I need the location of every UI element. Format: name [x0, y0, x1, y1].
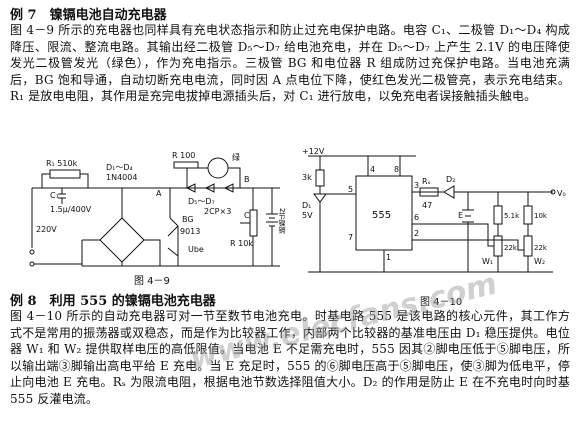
- fig9-point-c: C: [244, 211, 250, 220]
- fig9-bg-label: BG: [182, 215, 194, 224]
- fig9-c1-label: C₁: [50, 191, 59, 200]
- fig10-w2-value: 22k: [534, 244, 548, 252]
- fig10-r-5k: 5.1k: [504, 212, 520, 220]
- fig10-pin8: 8: [394, 165, 399, 174]
- fig10-w1-value: 22k: [504, 244, 518, 252]
- fig9-ube-label: Ube: [188, 245, 204, 254]
- fig10-pin4: 4: [370, 165, 375, 174]
- fig9-cap-value: 1.5μ/400V: [50, 205, 92, 214]
- fig10-pin1: 1: [386, 253, 391, 262]
- fig9-diode-type: 1N4004: [106, 173, 137, 182]
- fig10-d2: D₂: [446, 175, 455, 184]
- fig9-r1-label: R₁ 510k: [46, 159, 78, 168]
- fig10-r-10k: 10k: [534, 212, 548, 220]
- fig9-d1d4-label: D₁～D₄: [106, 163, 133, 172]
- fig10-w1: W₁: [482, 257, 493, 266]
- fig10-rs: Rₛ: [422, 177, 431, 186]
- example8-paragraph: 图 4－10 所示的自动充电器可对一节至数节电池充电。时基电路 555 是该电路…: [10, 309, 570, 406]
- fig9-green-label: 绿: [232, 153, 240, 162]
- fig10-vo: V₀: [557, 189, 566, 198]
- fig10-d1-v: 5V: [302, 211, 313, 220]
- example8-heading: 例 8 利用 555 的镍镉电池充电器: [10, 294, 216, 309]
- figure-4-9-caption: 图 4－9: [134, 276, 170, 287]
- example7-paragraph: 图 4－9 所示的充电器也同样具有充电状态指示和防止过充电保护电路。电容 C₁、…: [10, 23, 570, 104]
- figure-4-10-caption: 图 4－10: [420, 297, 463, 308]
- fig10-d1: D₁: [302, 201, 311, 210]
- example7-heading: 例 7 镍镉电池自动充电器: [10, 8, 167, 23]
- fig10-pin3: 3: [414, 181, 419, 190]
- fig10-w2: W₂: [534, 257, 545, 266]
- fig10-pin7: 7: [348, 233, 353, 242]
- fig10-pin6: 6: [414, 213, 419, 222]
- fig9-transistor-type: 9013: [180, 227, 200, 236]
- fig9-d5d7-label: D₅～D₇: [188, 197, 215, 206]
- fig10-e: E: [458, 211, 463, 220]
- fig9-d-type: 2CP×3: [204, 207, 231, 216]
- fig9-r-100: R 100: [172, 151, 195, 160]
- fig9-r-10k: R 10k: [230, 239, 253, 248]
- figure-4-10-circuit: +12V 3k D₁ 5V 4 8 3 6 2 5 7 1 555 Rₛ 47 …: [302, 147, 566, 273]
- fig10-rs-value: 47: [422, 201, 432, 210]
- fig10-pin5: 5: [348, 185, 353, 194]
- fig10-r-3k: 3k: [302, 173, 312, 182]
- fig10-chip-label: 555: [372, 210, 391, 221]
- fig10-vcc: +12V: [302, 147, 325, 156]
- figure-4-9-circuit: R₁ 510k D₁～D₄ 1N4004 C₁ 1.5μ/400V 220V R…: [29, 151, 286, 267]
- fig9-point-a: A: [156, 189, 162, 198]
- fig9-point-b: B: [244, 175, 250, 184]
- fig9-ac-input: 220V: [36, 225, 57, 234]
- fig10-pin2: 2: [414, 229, 419, 238]
- fig9-battery-label: 2节镍镉: [278, 208, 286, 235]
